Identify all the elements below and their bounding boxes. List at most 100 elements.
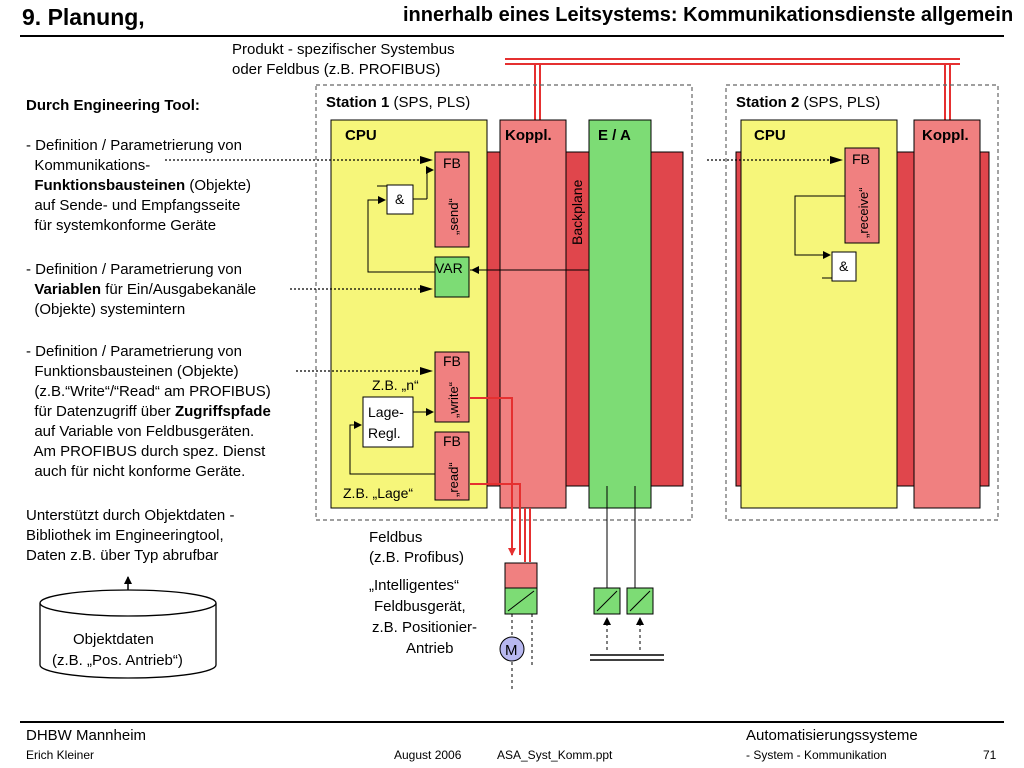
database-icon-top	[39, 589, 217, 617]
engineering-line: auf Sende- und Empfangsseite	[26, 196, 251, 216]
support-line: Bibliothek im Engineeringtool,	[26, 527, 224, 544]
fb-read-label: FB	[443, 433, 461, 449]
station2-title: Station 2 (SPS, PLS)	[736, 94, 880, 111]
engineering-line-text: Funktionsbausteinen (Objekte)	[26, 363, 239, 380]
lage-regl-label-1: Lage-	[368, 404, 404, 420]
and-label-1: &	[395, 191, 405, 207]
write-label: „write“	[446, 382, 461, 418]
engineering-line-text: (Objekte)	[185, 177, 252, 194]
engineering-line-text: für Datenzugriff über	[26, 403, 175, 420]
station1-ea-module	[588, 119, 652, 509]
ea-io-diagonal-2	[629, 590, 651, 612]
station1-koppl-label: Koppl.	[505, 127, 552, 144]
var-block	[434, 256, 470, 298]
ea-io-diagonal-1	[596, 590, 618, 612]
device-io-diagonal	[507, 590, 535, 612]
and-block-2	[831, 251, 857, 282]
engineering-line: Kommunikations-	[26, 156, 251, 176]
engineering-line: Funktionsbausteinen (Objekte)	[26, 176, 251, 196]
engineering-line-text: auf Variable von Feldbusgeräten.	[26, 423, 255, 440]
engineering-block-3: - Definition / Parametrierung von Funkti…	[26, 342, 271, 482]
support-line: Unterstützt durch Objektdaten -	[26, 507, 235, 524]
slide-title: innerhalb eines Leitsystems: Kommunikati…	[403, 4, 1014, 26]
engineering-line: - Definition / Parametrierung von	[26, 260, 256, 280]
var-to-and-arrow	[367, 196, 435, 273]
header-rule	[20, 35, 1004, 37]
station2-frame	[725, 84, 999, 521]
engineering-line-emphasis: Funktionsbausteinen	[34, 177, 186, 194]
fb-send-block	[434, 151, 470, 248]
fb-write-block	[434, 351, 470, 423]
footer-course: Automatisierungssysteme	[746, 727, 918, 744]
engineering-line: - Definition / Parametrierung von	[26, 342, 271, 362]
motor-label: M	[505, 642, 518, 659]
engineering-line-text: (z.B.“Write“/“Read“ am PROFIBUS)	[26, 383, 271, 400]
fb-send-label: FB	[443, 155, 461, 171]
station1-title: Station 1 (SPS, PLS)	[326, 94, 470, 111]
feldbus-label-2: (z.B. Profibus)	[369, 549, 464, 566]
engineering-line-text: auf Sende- und Empfangsseite	[26, 197, 241, 214]
device-bus-module	[504, 562, 538, 589]
motor-icon	[499, 636, 525, 662]
engineering-line: - Definition / Parametrierung von	[26, 136, 251, 156]
var-label: VAR	[435, 260, 463, 276]
engineering-line-emphasis: Variablen	[34, 281, 102, 298]
zb-n-label: Z.B. „n“	[372, 377, 419, 393]
support-text: Unterstützt durch Objektdaten - Biblioth…	[26, 506, 234, 566]
station2-koppl-label: Koppl.	[922, 127, 969, 144]
device-label-3: z.B. Positionier-	[372, 619, 477, 636]
footer-author: Erich Kleiner	[26, 748, 95, 762]
station1-ea-label: E / A	[598, 127, 631, 144]
read-access-path	[470, 483, 521, 555]
engineering-line-text: auch für nicht konforme Geräte.	[26, 463, 246, 480]
fb-write-label: FB	[443, 353, 461, 369]
engineering-line-text: - Definition / Parametrierung von	[26, 261, 242, 278]
fb-receive-label: FB	[852, 151, 870, 167]
engineering-line: Variablen für Ein/Ausgabekanäle	[26, 280, 256, 300]
database-icon	[39, 603, 217, 679]
device-label-4: Antrieb	[406, 640, 454, 657]
backplane-label: Backplane	[569, 179, 585, 245]
pointer-arrowhead	[420, 156, 433, 164]
engineering-line-text: (Objekte) systemintern	[26, 301, 186, 318]
pointer-lines	[165, 159, 835, 372]
footer-file: ASA_Syst_Komm.ppt	[497, 748, 613, 762]
footer-page: 71	[983, 748, 997, 762]
engineering-line: (Objekte) systemintern	[26, 300, 256, 320]
footer-date: August 2006	[394, 748, 462, 762]
station1-koppl-module	[499, 119, 567, 509]
read-to-regl-arrow	[349, 421, 435, 475]
bus-label-line: Produkt - spezifischer Systembus	[232, 41, 455, 58]
engineering-line: für Datenzugriff über Zugriffspfade	[26, 402, 271, 422]
pointer-arrowhead	[420, 285, 433, 293]
engineering-line: Funktionsbausteinen (Objekte)	[26, 362, 271, 382]
bus-label-line: oder Feldbus (z.B. PROFIBUS)	[232, 61, 441, 78]
engineering-line: (z.B.“Write“/“Read“ am PROFIBUS)	[26, 382, 271, 402]
engineering-line-text: für Ein/Ausgabekanäle	[101, 281, 257, 298]
fb-receive-block	[844, 147, 880, 244]
engineering-block-1: - Definition / Parametrierung von Kommun…	[26, 136, 251, 236]
read-label: „read“	[446, 462, 461, 497]
lage-regl-label-2: Regl.	[368, 425, 401, 441]
footer-rule	[20, 721, 1004, 723]
database-label-2: (z.B. „Pos. Antrieb“)	[52, 652, 183, 669]
engineering-line-emphasis: Zugriffspfade	[174, 403, 271, 420]
station2-cpu-label: CPU	[754, 127, 786, 144]
station2-slot-2	[894, 151, 916, 487]
slide-number-title: 9. Planung,	[22, 4, 145, 30]
bus-label: Produkt - spezifischer Systembus oder Fe…	[232, 40, 455, 80]
station1-cpu-label: CPU	[345, 127, 377, 144]
lage-regl-block	[362, 396, 414, 448]
feldbus-label-1: Feldbus	[369, 529, 422, 546]
station1-slot-3	[650, 151, 684, 487]
send-label: „send“	[446, 198, 461, 235]
engineering-line: für systemkonforme Geräte	[26, 216, 251, 236]
and-label-2: &	[839, 258, 849, 274]
device-label-1: „Intelligentes“	[369, 577, 459, 594]
receive-to-and-arrow	[794, 195, 845, 259]
support-line: Daten z.B. über Typ abrufbar	[26, 547, 219, 564]
footer-topic: - System - Kommunikation	[746, 748, 887, 762]
engineering-line-text: - Definition / Parametrierung von	[26, 343, 242, 360]
engineering-line-text: für systemkonforme Geräte	[26, 217, 217, 234]
